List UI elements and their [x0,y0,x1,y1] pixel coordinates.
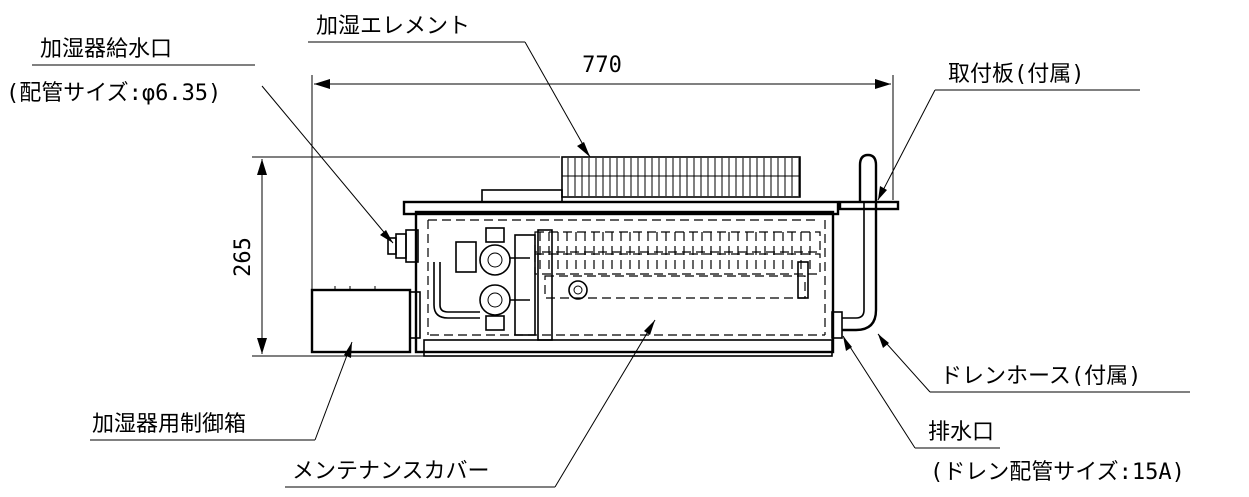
tray-hidden-upper [534,231,821,253]
label-drain-pipe-size: (ドレン配管サイズ:15A) [930,460,1185,485]
control-box-outline [310,288,412,354]
label-maintenance-cover: メンテナンスカバー [292,459,490,484]
width-dimension: 770 [311,53,894,290]
labels: 加湿器給水口 (配管サイズ:φ6.35) 加湿エレメント 取付板(付属) ドレン… [6,14,1185,485]
inlet-nut [405,229,419,263]
leader-box-arrow [344,342,352,358]
label-drain-hose: ドレンホース(付属) [940,364,1141,389]
partition-wall-2 [537,229,553,341]
solenoid-block [455,241,477,273]
upper-valve-core [487,252,503,268]
leader-lines [32,41,1190,488]
leader-plate [877,89,936,201]
leader-plate-arrow [878,186,887,200]
label-humidifying-element: 加湿エレメント [316,14,470,39]
water-pipe [439,262,480,313]
valve-cap-bottom [485,315,505,331]
housing-outline [414,210,835,354]
valve-outlet-pipes [510,257,530,301]
height-arrow-bottom [257,338,267,354]
width-dimension-text: 770 [582,53,622,78]
top-flange [402,200,840,216]
control-box-connector [409,291,421,339]
element-base-plate [481,189,563,203]
leader-element-arrow [577,142,590,157]
mounting-plate [838,200,900,211]
width-arrow-right [875,79,891,89]
leader-cover [554,319,656,488]
leader-drain-arrow [843,336,852,351]
height-dimension-text: 265 [231,237,256,277]
drain-hose-inner [842,202,865,319]
label-control-box: 加湿器用制御箱 [92,412,246,437]
leader-inlet-arrow [380,230,393,243]
label-drain-outlet: 排水口 [928,420,994,445]
label-inlet-pipe-size: (配管サイズ:φ6.35) [6,81,221,106]
valve-cap-top [485,227,505,243]
tray-hidden-mid [534,253,821,275]
right-end-bracket [797,261,809,299]
width-arrow-left [314,79,330,89]
partition-wall [514,234,536,336]
humidifying-element-drawing [481,156,801,203]
leader-drain [842,335,916,449]
leader-element [524,41,591,158]
drain-pump-fitting [568,280,588,300]
drain-outlet-stub [831,311,843,339]
tray-hidden-lower [544,275,806,299]
lower-valve [479,284,511,316]
leader-inlet [261,85,394,244]
height-arrow-top [257,159,267,175]
drain-hose-outer [842,153,878,332]
element-outline [561,156,801,198]
element-fins [567,158,800,196]
height-dimension: 265 [231,156,560,357]
mounting-and-drain [831,153,900,339]
leader-hose-arrow [878,334,889,348]
leader-cover-arrow [644,320,655,335]
label-humidifier-water-inlet: 加湿器給水口 [40,37,172,62]
control-box-drawing [310,286,421,354]
water-pipe-outer [433,262,480,319]
tray-tick-marks [539,232,811,274]
inlet-nipple [387,237,397,255]
inlet-fitting [395,233,407,259]
leader-box [314,341,353,441]
bottom-pan [423,339,833,357]
upper-valve [479,244,511,276]
drain-pump-fitting-core [573,285,583,295]
humidifier-main-body [387,200,840,357]
lower-valve-core [487,292,503,308]
label-mounting-plate: 取付板(付属) [948,62,1085,87]
